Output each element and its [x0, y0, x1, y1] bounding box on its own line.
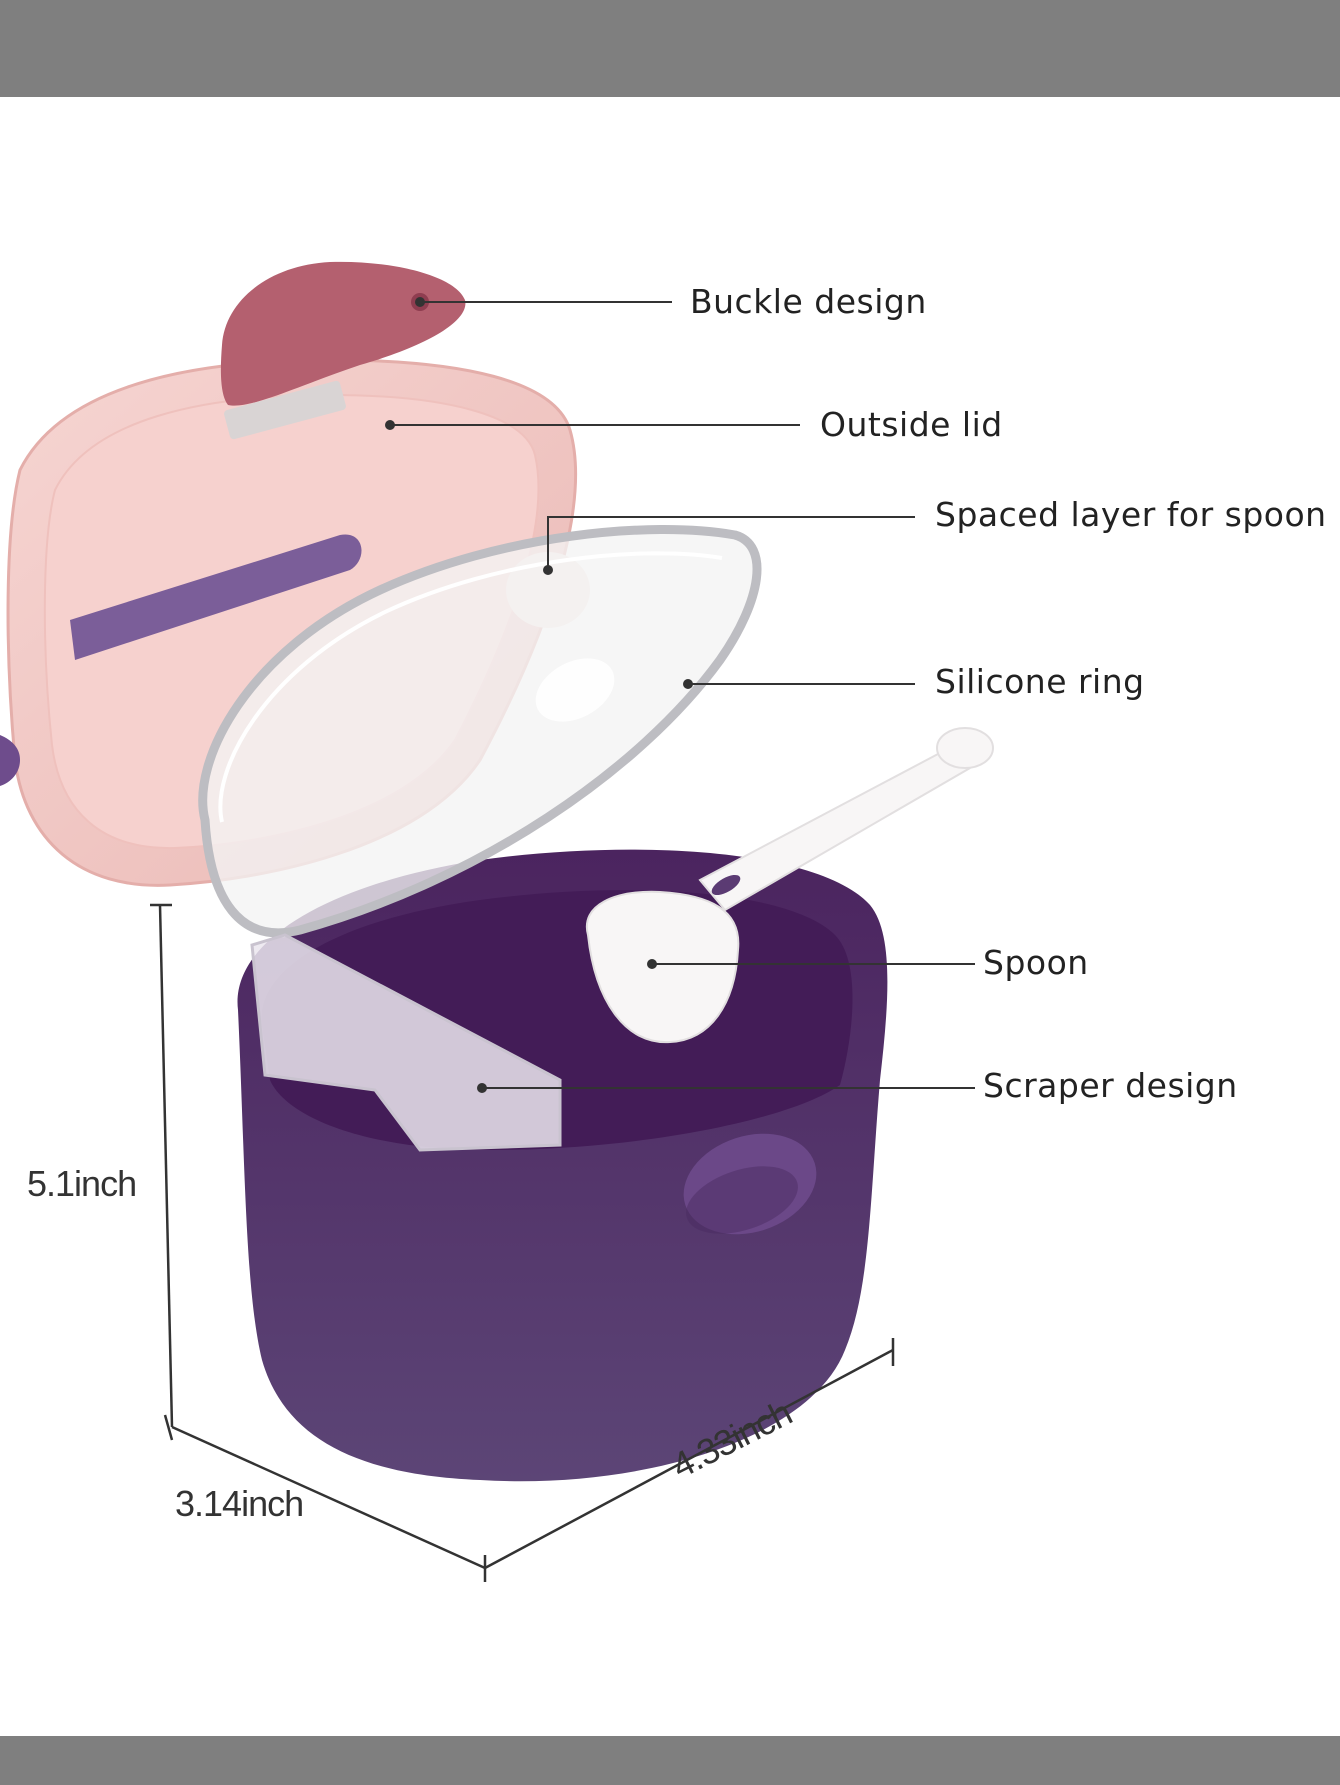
label-scraper-design: Scraper design [983, 1066, 1238, 1105]
label-spaced-layer-for-spoon: Spaced layer for spoon [935, 495, 1327, 534]
dimension-height: 5.1inch [27, 1163, 137, 1204]
label-spoon: Spoon [983, 943, 1089, 982]
buckle-shape [220, 261, 466, 406]
callout-line-spaced-layer [547, 516, 915, 570]
scraper-shape [250, 933, 562, 1152]
spoon-handle-hole [711, 874, 741, 896]
side-handle [0, 735, 20, 786]
dimension-line-height [158, 904, 174, 1428]
spoon-scoop [585, 890, 740, 1044]
label-buckle-design: Buckle design [690, 282, 927, 321]
spoon-paw-tip [936, 727, 994, 769]
dimension-line-depth [171, 1425, 486, 1570]
side-button-shadow [686, 1166, 798, 1234]
buckle-hinge [224, 380, 346, 440]
dimension-depth: 3.14inch [175, 1483, 304, 1524]
dimension-line-width [484, 1348, 894, 1570]
inner-lid-spoon-mount [535, 658, 615, 722]
label-silicone-ring: Silicone ring [935, 662, 1145, 701]
bottom-frame-bar [0, 1736, 1340, 1785]
label-outside-lid: Outside lid [820, 405, 1003, 444]
inner-lid [198, 525, 762, 938]
lid-handle-bar [70, 534, 362, 660]
inner-lid-ring-highlight [218, 551, 723, 823]
side-button [683, 1133, 817, 1235]
top-frame-bar [0, 0, 1340, 97]
